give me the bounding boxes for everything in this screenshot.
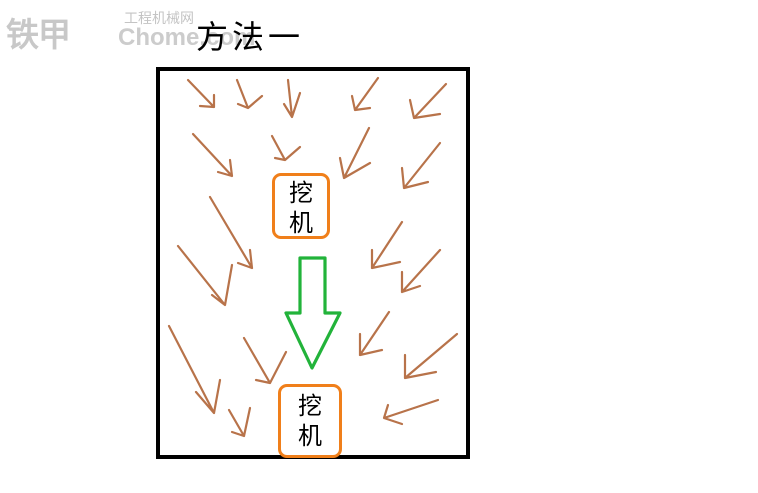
flow-arrow-icon: [382, 398, 440, 426]
watermark-domain: Chome.com: [118, 24, 256, 51]
watermark-brand: 铁甲: [6, 15, 71, 54]
flow-arrow-icon: [167, 324, 222, 415]
flow-arrow-icon: [176, 244, 234, 307]
excavator-start-box: 挖 机: [272, 173, 330, 239]
excavator-end-box: 挖 机: [278, 384, 342, 458]
flow-arrow-icon: [400, 141, 442, 190]
excavator-label-line2: 机: [289, 209, 313, 237]
flow-arrow-icon: [358, 310, 391, 357]
flow-arrow-icon: [338, 126, 372, 180]
flow-arrow-icon: [370, 220, 404, 270]
flow-arrow-icon: [191, 132, 234, 178]
flow-arrow-icon: [408, 82, 448, 120]
flow-arrow-icon: [208, 195, 254, 270]
diagram-title: 方法一: [196, 18, 305, 56]
excavator-label-line1: 挖: [298, 392, 322, 420]
excavator-label-line2: 机: [298, 422, 322, 450]
flow-arrow-icon: [242, 336, 288, 385]
watermark: 铁甲 工程机械网 Chome.com: [6, 4, 255, 54]
flow-arrow-icon: [186, 78, 216, 109]
flow-arrow-icon: [227, 406, 252, 438]
flow-arrow-icon: [400, 248, 442, 294]
flow-arrow-icon: [403, 332, 459, 380]
excavator-label-line1: 挖: [289, 179, 313, 207]
flow-arrow-icon: [350, 76, 380, 112]
move-down-arrow-icon: [284, 256, 342, 370]
flow-arrow-icon: [282, 78, 302, 119]
watermark-site-name: 工程机械网: [124, 10, 194, 26]
flow-arrow-icon: [270, 134, 302, 162]
flow-arrow-icon: [235, 78, 264, 110]
